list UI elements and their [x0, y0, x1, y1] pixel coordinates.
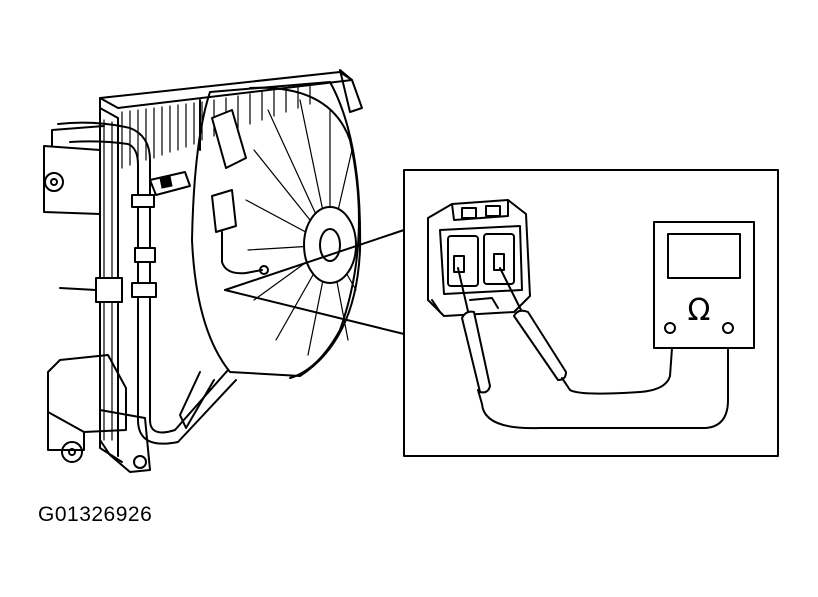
figure-id-label: G01326926 [38, 503, 153, 526]
condenser-assembly [43, 71, 353, 473]
test-probe-right [499, 267, 571, 391]
ohmmeter [653, 221, 755, 349]
fan-motor-connector [211, 189, 269, 275]
test-probe-left [457, 267, 491, 405]
ohm-symbol: Ω [688, 293, 711, 328]
meter-display [667, 233, 741, 279]
test-leads [481, 347, 729, 430]
cooling-fan-assembly [179, 69, 363, 429]
meter-terminal-left [664, 322, 676, 334]
meter-terminal-right [722, 322, 734, 334]
callout-wedge [224, 229, 405, 335]
fan-blades [245, 99, 357, 356]
detail-inset [403, 169, 779, 457]
